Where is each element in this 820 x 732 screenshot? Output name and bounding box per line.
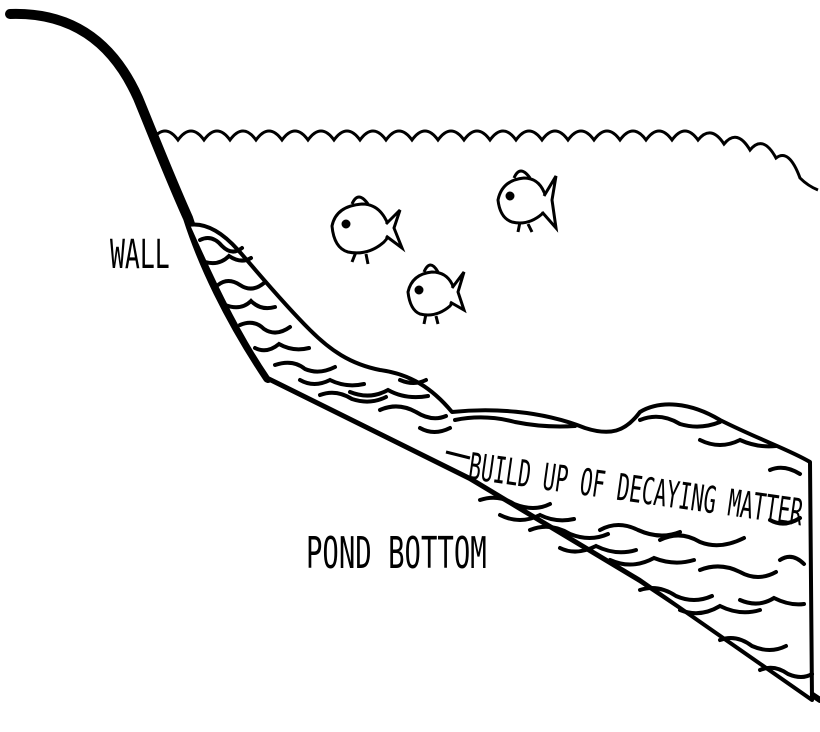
wall-label: WALL	[110, 232, 170, 278]
fish-icon	[498, 171, 556, 232]
pond-wall-line	[10, 14, 268, 378]
water-surface	[152, 131, 818, 190]
fish-icon	[332, 197, 402, 264]
pond-bottom-label: POND BOTTOM	[306, 528, 487, 579]
fish-icon	[408, 265, 464, 324]
